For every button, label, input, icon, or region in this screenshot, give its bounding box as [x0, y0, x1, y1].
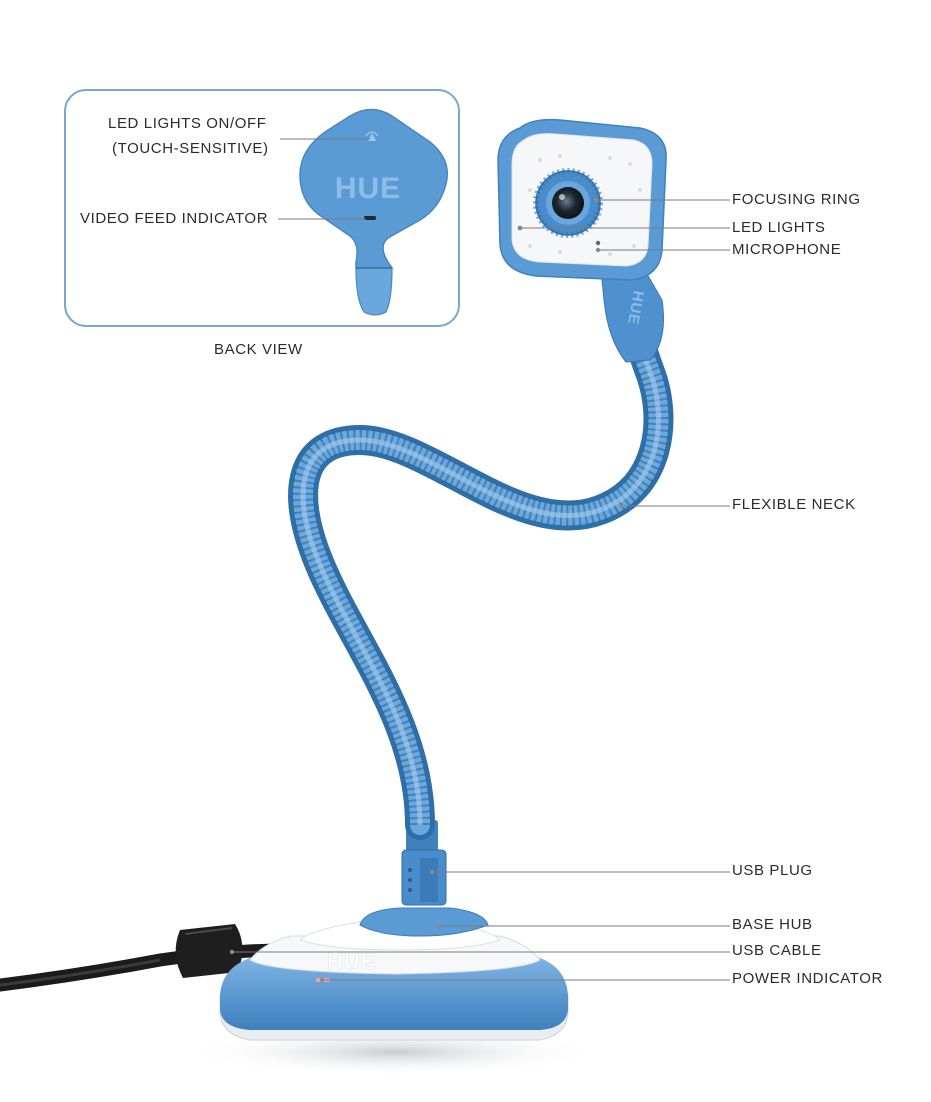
flexible-neck-label: FLEXIBLE NECK	[732, 496, 856, 513]
back-view-stem	[355, 267, 393, 316]
power-indicator-label: POWER INDICATOR	[732, 970, 883, 987]
video-feed-led	[364, 216, 376, 220]
usb-cable-label: USB CABLE	[732, 942, 822, 959]
microphone-hole	[595, 240, 601, 246]
focusing-ring-label: FOCUSING RING	[732, 191, 861, 208]
ferrite-bead	[175, 924, 243, 978]
led-switch-label-line1: LED LIGHTS ON/OFF	[108, 115, 267, 132]
callout-leaders	[232, 199, 730, 981]
callout-dots	[229, 197, 625, 983]
led-switch-label-line2: (TOUCH-SENSITIVE)	[112, 140, 269, 157]
flexible-neck	[288, 283, 674, 840]
camera-head: HUE	[497, 118, 667, 363]
microphone-label: MICROPHONE	[732, 241, 842, 258]
base-hub	[359, 907, 489, 937]
back-view-logo: HUE	[335, 172, 401, 205]
back-view-body	[299, 108, 448, 269]
lens	[552, 187, 584, 219]
head-logo: HUE	[624, 289, 647, 326]
usb-plug-label: USB PLUG	[732, 862, 813, 879]
back-view-caption: BACK VIEW	[214, 341, 303, 358]
back-view-device: HUE	[299, 108, 448, 316]
led-lights-label: LED LIGHTS	[732, 219, 826, 236]
back-view-inset	[64, 89, 460, 327]
camera-base: HUE	[219, 907, 569, 1041]
base-hub-label: BASE HUB	[732, 916, 813, 933]
base-logo: HUE	[327, 949, 376, 974]
video-feed-indicator-label: VIDEO FEED INDICATOR	[80, 210, 269, 227]
